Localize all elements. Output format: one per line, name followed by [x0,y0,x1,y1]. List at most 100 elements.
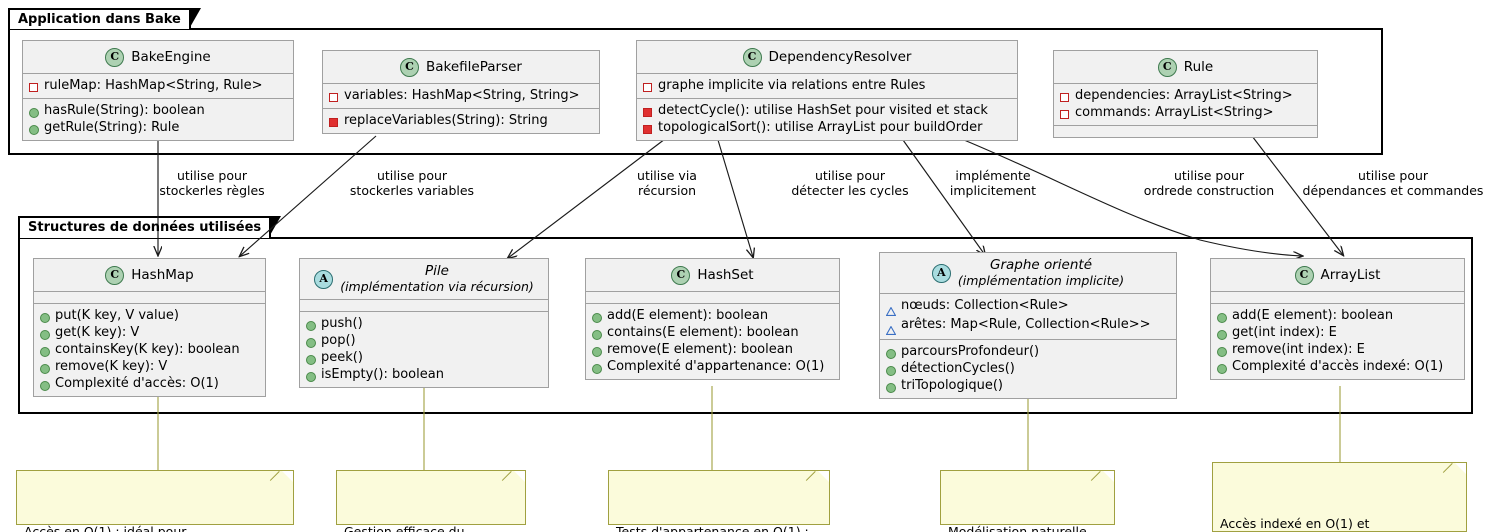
package-title-structures: Structures de données utilisées [28,220,262,235]
note-graphe: Modélisation naturelle des dépendances e… [940,470,1115,532]
class-title-sub: (implémentation implicite) [957,273,1125,288]
edge-label-stocker-regles: utilise pour stockerles règles [159,168,265,198]
private-method-icon [643,108,656,117]
method-row: add(E element): boolean [1217,307,1458,324]
method-row: topologicalSort(): utilise ArrayList pou… [643,119,1011,136]
public-method-icon [40,313,53,323]
class-stereotype-icon: C [742,47,762,67]
method-row: peek() [306,349,542,366]
class-dependencyresolver[interactable]: C DependencyResolver graphe implicite vi… [636,40,1018,141]
public-method-icon [886,383,899,393]
class-name-rule: Rule [1183,58,1214,75]
method-row: detectCycle(): utilise HashSet pour visi… [643,102,1011,119]
public-method-icon [592,313,605,323]
method-label: replaceVariables(String): String [344,113,548,128]
class-header-hashmap: C HashMap [34,259,265,292]
method-row: get(K key): V [40,324,259,341]
private-field-icon [29,83,42,92]
class-title-main: Graphe orienté [989,257,1093,273]
class-graphe-oriente[interactable]: A Graphe orienté (implémentation implici… [879,252,1177,399]
method-row: put(K key, V value) [40,307,259,324]
class-stereotype-icon: C [1294,265,1314,285]
public-method-icon [886,349,899,359]
note-arraylist: Accès indexé en O(1) et préservation de … [1212,462,1467,532]
public-method-icon [29,125,42,135]
note-text: Accès indexé en O(1) et préservation de … [1220,516,1370,531]
note-hashmap: Accès en O(1) : idéal pour recherche rap… [16,470,294,532]
protected-field-icon [886,322,899,335]
note-fold-icon [818,471,829,482]
private-field-icon [329,93,342,102]
note-text: Accès en O(1) : idéal pour recherche rap… [24,524,187,532]
class-methods-arraylist: add(E element): boolean get(int index): … [1211,304,1464,379]
class-arraylist[interactable]: C ArrayList add(E element): boolean get(… [1210,258,1465,380]
method-row: parcoursProfondeur() [886,343,1170,360]
method-row: push() [306,315,542,332]
method-row: add(E element): boolean [592,307,833,324]
note-fold-icon [282,471,293,482]
class-methods-hashset: add(E element): boolean contains(E eleme… [586,304,839,379]
protected-field-icon [886,303,899,316]
attribute-row: graphe implicite via relations entre Rul… [643,77,1011,94]
class-methods-dependencyresolver: detectCycle(): utilise HashSet pour visi… [637,99,1017,140]
method-row: remove(K key): V [40,358,259,375]
method-label: remove(K key): V [55,359,168,374]
class-name-dependencyresolver: DependencyResolver [768,48,912,65]
class-name-graphe: Graphe orienté (implémentation implicite… [957,257,1125,289]
method-label: push() [321,316,363,331]
note-hashset: Tests d'appartenance en O(1) : crucial p… [608,470,830,532]
public-method-icon [306,338,319,348]
note-pile: Gestion efficace du parcours en profonde… [336,470,526,532]
class-rule[interactable]: C Rule dependencies: ArrayList<String> c… [1053,50,1318,138]
attribute-label: ruleMap: HashMap<String, Rule> [44,78,263,93]
public-method-icon [29,108,42,118]
method-label: get(K key): V [55,325,140,340]
class-attributes-dependencyresolver: graphe implicite via relations entre Rul… [637,74,1017,99]
method-label: containsKey(K key): boolean [55,342,240,357]
method-row: détectionCycles() [886,360,1170,377]
method-label: getRule(String): Rule [44,120,180,135]
class-pile[interactable]: A Pile (implémentation via récursion) pu… [299,258,549,388]
method-label: remove(E element): boolean [607,342,793,357]
class-methods-bakefileparser: replaceVariables(String): String [323,109,599,133]
edge-label-implemente-implicitement: implémente implicitement [949,168,1037,198]
private-field-icon [643,83,656,92]
class-hashmap[interactable]: C HashMap put(K key, V value) get(K key)… [33,258,266,397]
method-row: containsKey(K key): boolean [40,341,259,358]
public-method-icon [40,364,53,374]
private-method-icon [643,125,656,134]
class-attributes-hashset [586,292,839,304]
method-row: remove(E element): boolean [592,341,833,358]
method-label: detectCycle(): utilise HashSet pour visi… [658,103,988,118]
attribute-row: dependencies: ArrayList<String> [1060,87,1311,104]
attribute-label: arêtes: Map<Rule, Collection<Rule>> [901,317,1151,332]
class-methods-rule [1054,126,1317,137]
note-fold-icon [1455,463,1466,474]
class-methods-hashmap: put(K key, V value) get(K key): V contai… [34,304,265,396]
method-label: Complexité d'accès indexé: O(1) [1232,359,1444,374]
class-stereotype-icon: C [400,57,419,77]
private-method-icon [329,118,342,127]
edge-label-ordre-construction: utilise pour ordrede construction [1143,168,1275,198]
class-header-hashset: C HashSet [586,259,839,292]
private-field-icon [1060,110,1073,119]
class-attributes-rule: dependencies: ArrayList<String> commands… [1054,84,1317,126]
method-label: isEmpty(): boolean [321,367,444,382]
method-label: parcoursProfondeur() [901,344,1040,359]
public-method-icon [40,330,53,340]
method-row: replaceVariables(String): String [329,112,593,129]
class-hashset[interactable]: C HashSet add(E element): boolean contai… [585,258,840,380]
class-attributes-pile [300,300,548,312]
public-method-icon [306,355,319,365]
method-row: contains(E element): boolean [592,324,833,341]
class-bakefileparser[interactable]: C BakefileParser variables: HashMap<Stri… [322,50,600,134]
method-label: Complexité d'appartenance: O(1) [607,359,825,374]
abstract-stereotype-icon: A [314,269,334,289]
public-method-icon [592,330,605,340]
class-bakeengine[interactable]: C BakeEngine ruleMap: HashMap<String, Ru… [22,40,294,141]
method-label: add(E element): boolean [607,308,769,323]
public-method-icon [592,347,605,357]
public-method-icon [40,381,53,391]
class-methods-graphe: parcoursProfondeur() détectionCycles() t… [880,340,1176,398]
class-header-pile: A Pile (implémentation via récursion) [300,259,548,300]
